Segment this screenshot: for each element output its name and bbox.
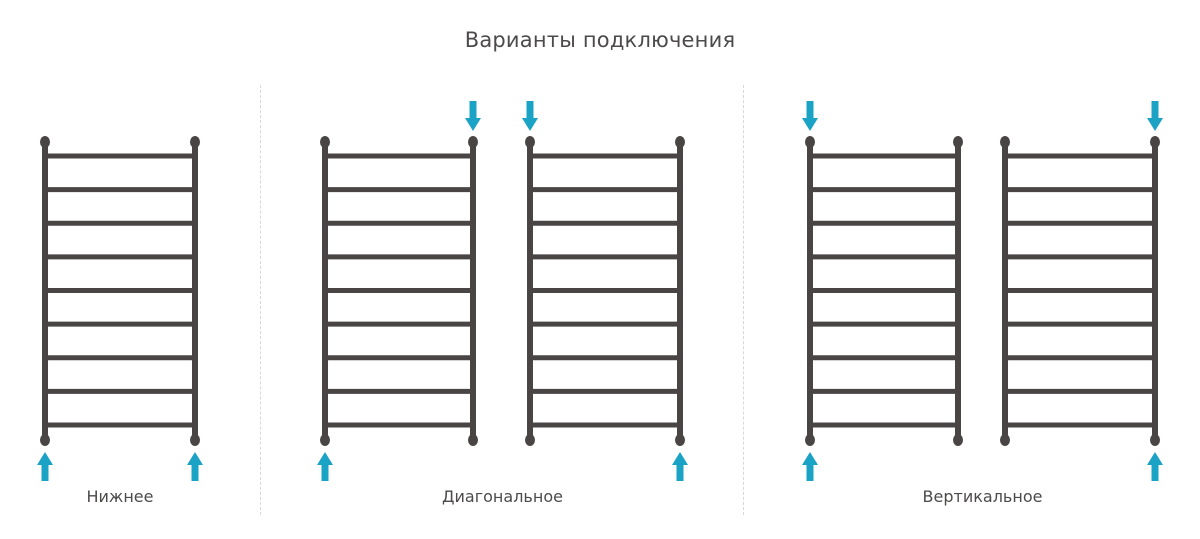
crossbar (810, 153, 958, 159)
crossbar (810, 321, 958, 327)
end-cap (805, 136, 815, 148)
end-cap (1000, 136, 1010, 148)
arrow-down-icon (465, 101, 481, 131)
crossbar (325, 321, 473, 327)
crossbar (45, 422, 195, 428)
crossbar (45, 388, 195, 394)
arrow-down-icon (802, 101, 818, 131)
towel-heater-2 (320, 136, 478, 446)
crossbar (1005, 355, 1155, 361)
arrow-up-icon (37, 452, 53, 481)
towel-heater-4 (805, 136, 963, 446)
crossbar (325, 288, 473, 293)
crossbar (1005, 321, 1155, 327)
end-cap (675, 434, 685, 446)
end-cap (190, 136, 200, 148)
crossbar (1005, 288, 1155, 293)
crossbar (530, 388, 680, 394)
crossbar (530, 220, 680, 226)
divider-1 (260, 85, 261, 515)
crossbar (810, 187, 958, 193)
crossbar (1005, 187, 1155, 193)
crossbar (325, 187, 473, 193)
end-cap (1000, 434, 1010, 446)
arrow-down-icon (1147, 101, 1163, 131)
towel-heater-3 (525, 136, 685, 446)
crossbar (45, 355, 195, 361)
crossbar (1005, 254, 1155, 260)
crossbar (45, 153, 195, 159)
arrow-up-icon (802, 452, 818, 481)
crossbar (325, 355, 473, 361)
arrow-up-icon (672, 452, 688, 481)
crossbar (45, 321, 195, 327)
crossbar (325, 254, 473, 260)
arrow-up-icon (317, 452, 333, 481)
crossbar (530, 187, 680, 193)
crossbar (325, 388, 473, 394)
end-cap (468, 434, 478, 446)
end-cap (675, 136, 685, 148)
end-cap (1150, 434, 1160, 446)
label-bottom-connection: Нижнее (86, 487, 154, 506)
towel-heater-1 (40, 136, 200, 446)
end-cap (1150, 136, 1160, 148)
crossbar (810, 254, 958, 260)
crossbar (45, 288, 195, 293)
crossbar (325, 422, 473, 428)
crossbar (1005, 220, 1155, 226)
page-title: Варианты подключения (464, 28, 736, 52)
crossbar (530, 321, 680, 327)
crossbar (45, 254, 195, 260)
crossbar (530, 288, 680, 293)
end-cap (525, 434, 535, 446)
arrow-down-icon (522, 101, 538, 131)
end-cap (40, 136, 50, 148)
end-cap (805, 434, 815, 446)
crossbar (530, 254, 680, 260)
end-cap (190, 434, 200, 446)
end-cap (953, 136, 963, 148)
end-cap (468, 136, 478, 148)
crossbar (45, 187, 195, 193)
crossbar (1005, 388, 1155, 394)
end-cap (525, 136, 535, 148)
crossbar (45, 220, 195, 226)
crossbar (530, 153, 680, 159)
arrow-up-icon (1147, 452, 1163, 481)
divider-2 (743, 85, 744, 515)
label-diagonal-connection: Диагональное (442, 487, 563, 506)
arrow-up-icon (187, 452, 203, 481)
crossbar (530, 355, 680, 361)
crossbar (810, 288, 958, 293)
towel-heater-5 (1000, 136, 1160, 446)
crossbar (810, 422, 958, 428)
crossbar (810, 388, 958, 394)
end-cap (953, 434, 963, 446)
end-cap (40, 434, 50, 446)
crossbar (325, 220, 473, 226)
crossbar (810, 355, 958, 361)
crossbar (1005, 153, 1155, 159)
crossbar (325, 153, 473, 159)
end-cap (320, 136, 330, 148)
end-cap (320, 434, 330, 446)
crossbar (530, 422, 680, 428)
crossbar (1005, 422, 1155, 428)
crossbar (810, 220, 958, 226)
label-vertical-connection: Вертикальное (922, 487, 1043, 506)
